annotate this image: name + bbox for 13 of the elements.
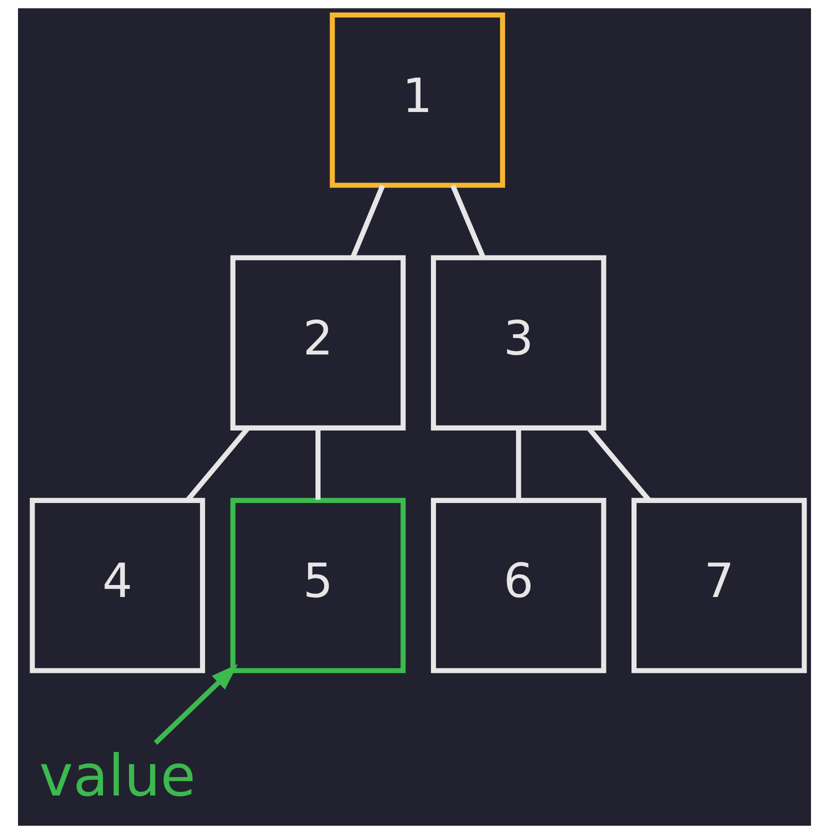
node-box: 7 — [631, 498, 806, 674]
connector — [350, 184, 384, 258]
node-box: 1 — [329, 12, 505, 188]
node-box: 2 — [230, 255, 406, 430]
node-box: 3 — [430, 255, 606, 430]
node-box: 5 — [230, 498, 406, 674]
node-text: value — [38, 742, 196, 810]
node-box: 6 — [430, 498, 606, 674]
connector — [516, 428, 521, 500]
connector — [450, 184, 485, 258]
connector — [314, 428, 320, 500]
node-box: 4 — [29, 498, 205, 674]
arrow — [153, 664, 238, 745]
